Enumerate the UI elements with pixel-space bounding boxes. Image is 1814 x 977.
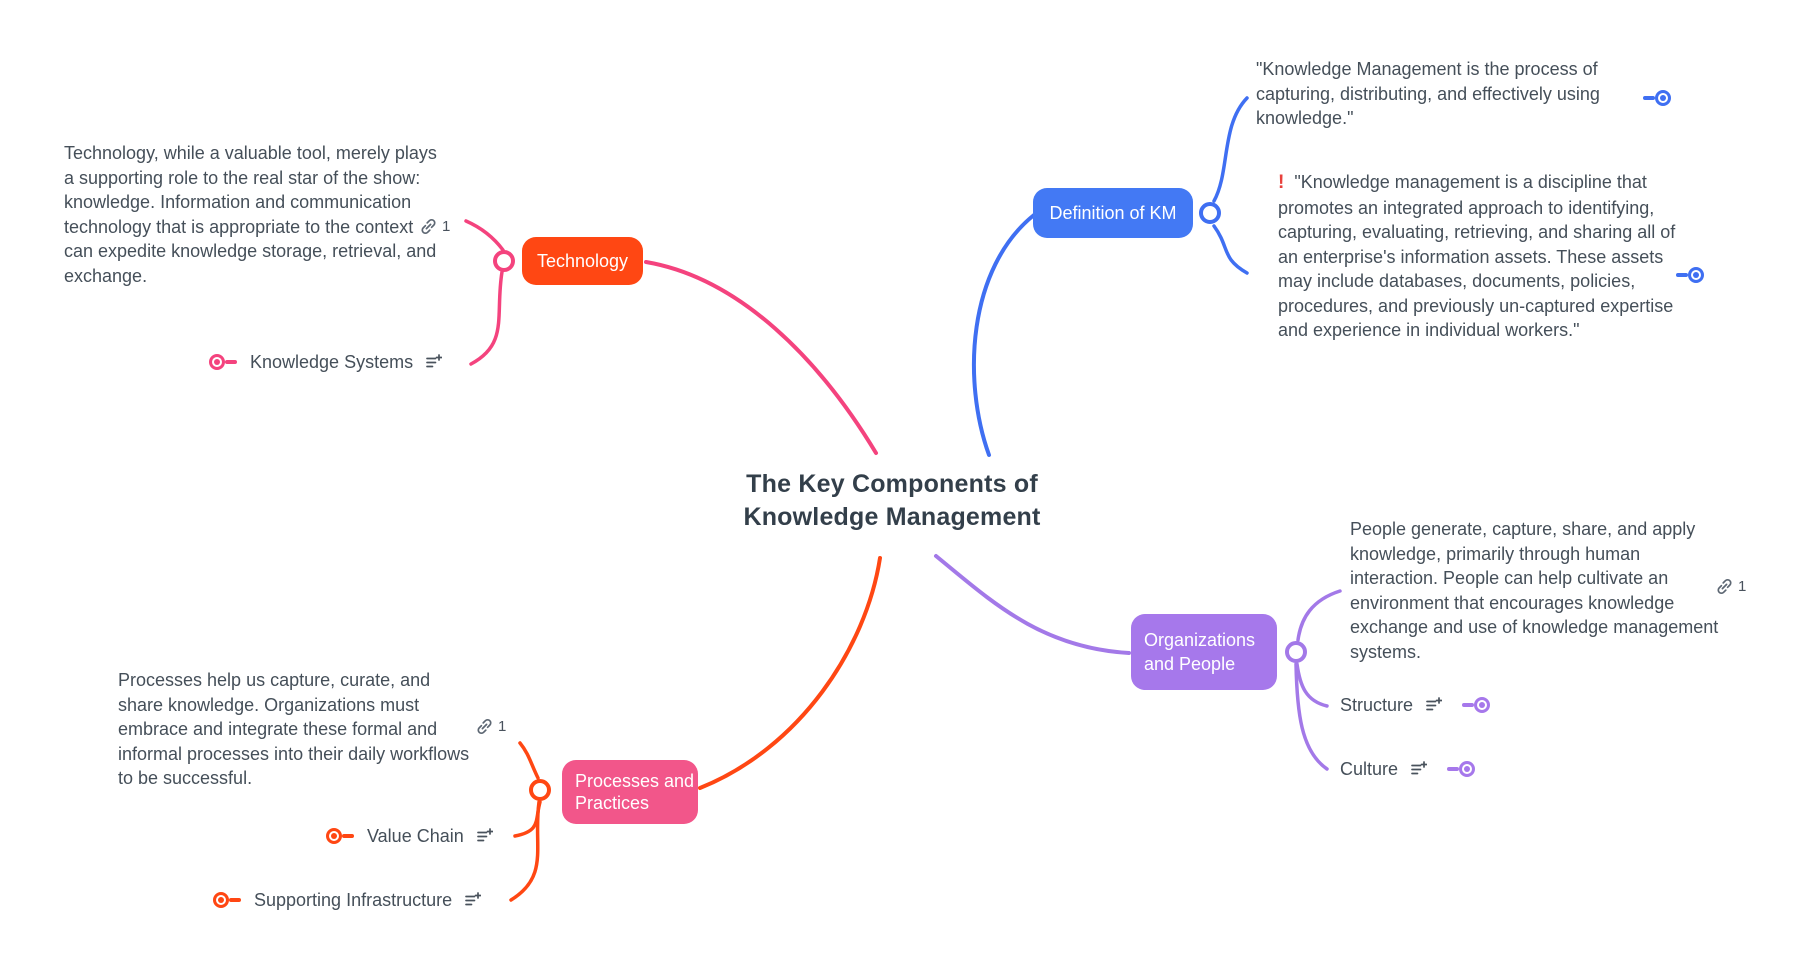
topic-dot-icon [1462,697,1491,713]
technology-note-text: Technology, while a valuable tool, merel… [64,143,437,286]
node-processes-and-practices[interactable]: Processes and Practices [562,760,698,824]
sub-topic-label: Supporting Infrastructure [254,889,453,910]
curve-quote2-child [1212,224,1249,275]
dot-stub [229,898,241,902]
topic-km-quote-1[interactable]: "Knowledge Management is the process of … [1256,57,1676,131]
sub-topic-label: Structure [1340,694,1414,715]
topic-supporting-infrastructure[interactable]: Supporting Infrastructure [213,889,482,910]
branch-toggle-technology[interactable] [493,250,515,272]
topic-processes-note[interactable]: Processes help us capture, curate, and s… [118,668,480,791]
curve-technology-note-child [464,219,505,252]
dot-stub [1676,273,1688,277]
curve-technology-branch [644,260,878,455]
dot-stub [1643,96,1655,100]
topic-dot-icon [1447,761,1476,777]
curve-structure-child [1295,662,1329,708]
dot-stub [1447,767,1460,771]
quote2-text: "Knowledge management is a discipline th… [1278,172,1676,340]
node-definition-of-km[interactable]: Definition of KM [1033,188,1193,238]
link-icon [477,718,492,735]
topic-dot-icon [326,828,354,844]
topic-dot-icon [1643,90,1671,106]
dot-ring [1655,90,1671,106]
people-note-text: People generate, capture, share, and app… [1350,519,1719,662]
dot-ring [326,828,342,844]
topic-km-quote-2[interactable]: !"Knowledge management is a discipline t… [1278,170,1700,343]
curve-definition-branch [971,213,1036,457]
topic-dot-icon [1676,267,1704,283]
curve-culture-child [1294,662,1329,771]
topic-people-note[interactable]: People generate, capture, share, and app… [1350,517,1728,664]
topic-knowledge-systems[interactable]: Knowledge Systems [209,351,443,372]
dot-ring [213,892,229,908]
notes-icon[interactable] [426,354,443,370]
curve-people-branch [934,554,1131,655]
link-icon [1717,578,1732,595]
sub-topic-label: Knowledge Systems [250,351,414,372]
curve-processes-note-child [518,741,540,780]
priority-icon: ! [1278,172,1285,193]
curve-processes-branch [698,556,882,790]
sub-topic-label: Value Chain [367,825,464,846]
branch-toggle-definition[interactable] [1199,202,1221,224]
link-count: 1 [1738,578,1747,595]
quote1-text: "Knowledge Management is the process of … [1256,59,1600,128]
link-icon [421,218,436,235]
branch-toggle-people[interactable] [1285,641,1307,663]
dot-ring [209,354,225,370]
curve-supporting-infrastructure-child [509,800,541,902]
curve-people-note-child [1296,589,1342,642]
topic-value-chain[interactable]: Value Chain [326,826,493,846]
topic-dot-icon [209,354,237,370]
curve-quote1-child [1212,96,1249,203]
topic-culture[interactable]: Culture [1340,758,1476,779]
processes-note-text: Processes help us capture, curate, and s… [118,670,470,788]
link-badge-people[interactable]: 1 [1716,578,1746,595]
topic-dot-icon [213,892,241,908]
link-count: 1 [442,218,451,235]
notes-icon[interactable] [1426,697,1443,713]
dot-ring [1459,761,1476,777]
topic-technology-note[interactable]: Technology, while a valuable tool, merel… [64,141,444,288]
link-count: 1 [498,718,507,735]
link-badge-processes[interactable]: 1 [476,718,506,735]
dot-stub [1462,703,1475,707]
dot-ring [1688,267,1704,283]
dot-stub [342,834,354,838]
link-badge-technology[interactable]: 1 [420,218,450,235]
sub-topic-label: Culture [1340,758,1399,779]
node-organizations-and-people[interactable]: Organizations and People [1131,614,1277,690]
topic-structure[interactable]: Structure [1340,694,1491,715]
dot-ring [1474,697,1491,713]
branch-toggle-processes[interactable] [529,779,551,801]
map-title-line2: Knowledge Management [743,503,1041,531]
map-title-line1: The Key Components of [746,470,1038,498]
curve-knowledge-systems-child [469,270,504,366]
notes-icon[interactable] [1411,761,1428,777]
notes-icon[interactable] [465,892,482,908]
notes-icon[interactable] [476,828,493,844]
dot-stub [225,360,237,364]
node-technology[interactable]: Technology [522,237,643,285]
map-root-title[interactable]: The Key Components of Knowledge Manageme… [692,468,1092,534]
